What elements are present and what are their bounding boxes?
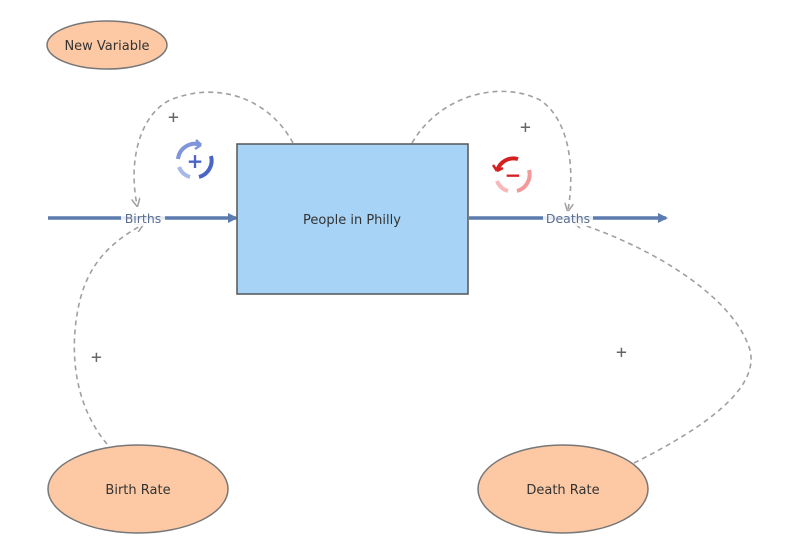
- link-birthrate-to-births[interactable]: [73, 225, 142, 445]
- balancing-loop-sign: −: [505, 163, 522, 187]
- stock-box[interactable]: [236, 143, 469, 295]
- polarity-death-rate-link: +: [616, 342, 627, 363]
- births-flow[interactable]: Births: [48, 211, 238, 226]
- deaths-flow-label: Deaths: [546, 211, 590, 226]
- death-rate-shape[interactable]: [477, 444, 649, 534]
- deaths-flow-label-bg: [543, 211, 593, 226]
- deaths-flow[interactable]: Deaths: [469, 211, 668, 226]
- birth-rate-variable[interactable]: Birth Rate: [47, 444, 229, 534]
- stock-label: People in Philly: [303, 213, 401, 228]
- link-stock-to-births[interactable]: [134, 91, 294, 205]
- reinforcing-loop-icon[interactable]: +: [176, 139, 214, 179]
- death-rate-label: Death Rate: [526, 483, 599, 498]
- link-deathrate-to-deaths[interactable]: [575, 222, 752, 464]
- new-variable-label: New Variable: [64, 39, 149, 54]
- new-variable[interactable]: New Variable: [46, 20, 168, 70]
- balancing-loop-icon[interactable]: −: [491, 156, 532, 193]
- polarity-deaths-feedback: +: [520, 117, 531, 138]
- birth-rate-label: Birth Rate: [105, 483, 170, 498]
- birth-rate-shape[interactable]: [47, 444, 229, 534]
- polarity-birth-rate-link: +: [91, 347, 102, 368]
- link-stock-to-deaths[interactable]: [411, 90, 571, 210]
- births-flow-label: Births: [125, 211, 162, 226]
- polarity-births-feedback: +: [168, 107, 179, 128]
- new-variable-shape[interactable]: [46, 20, 168, 70]
- people-in-philly-stock[interactable]: People in Philly: [236, 143, 469, 295]
- death-rate-variable[interactable]: Death Rate: [477, 444, 649, 534]
- reinforcing-loop-sign: +: [187, 149, 204, 173]
- births-flow-label-bg: [121, 211, 165, 226]
